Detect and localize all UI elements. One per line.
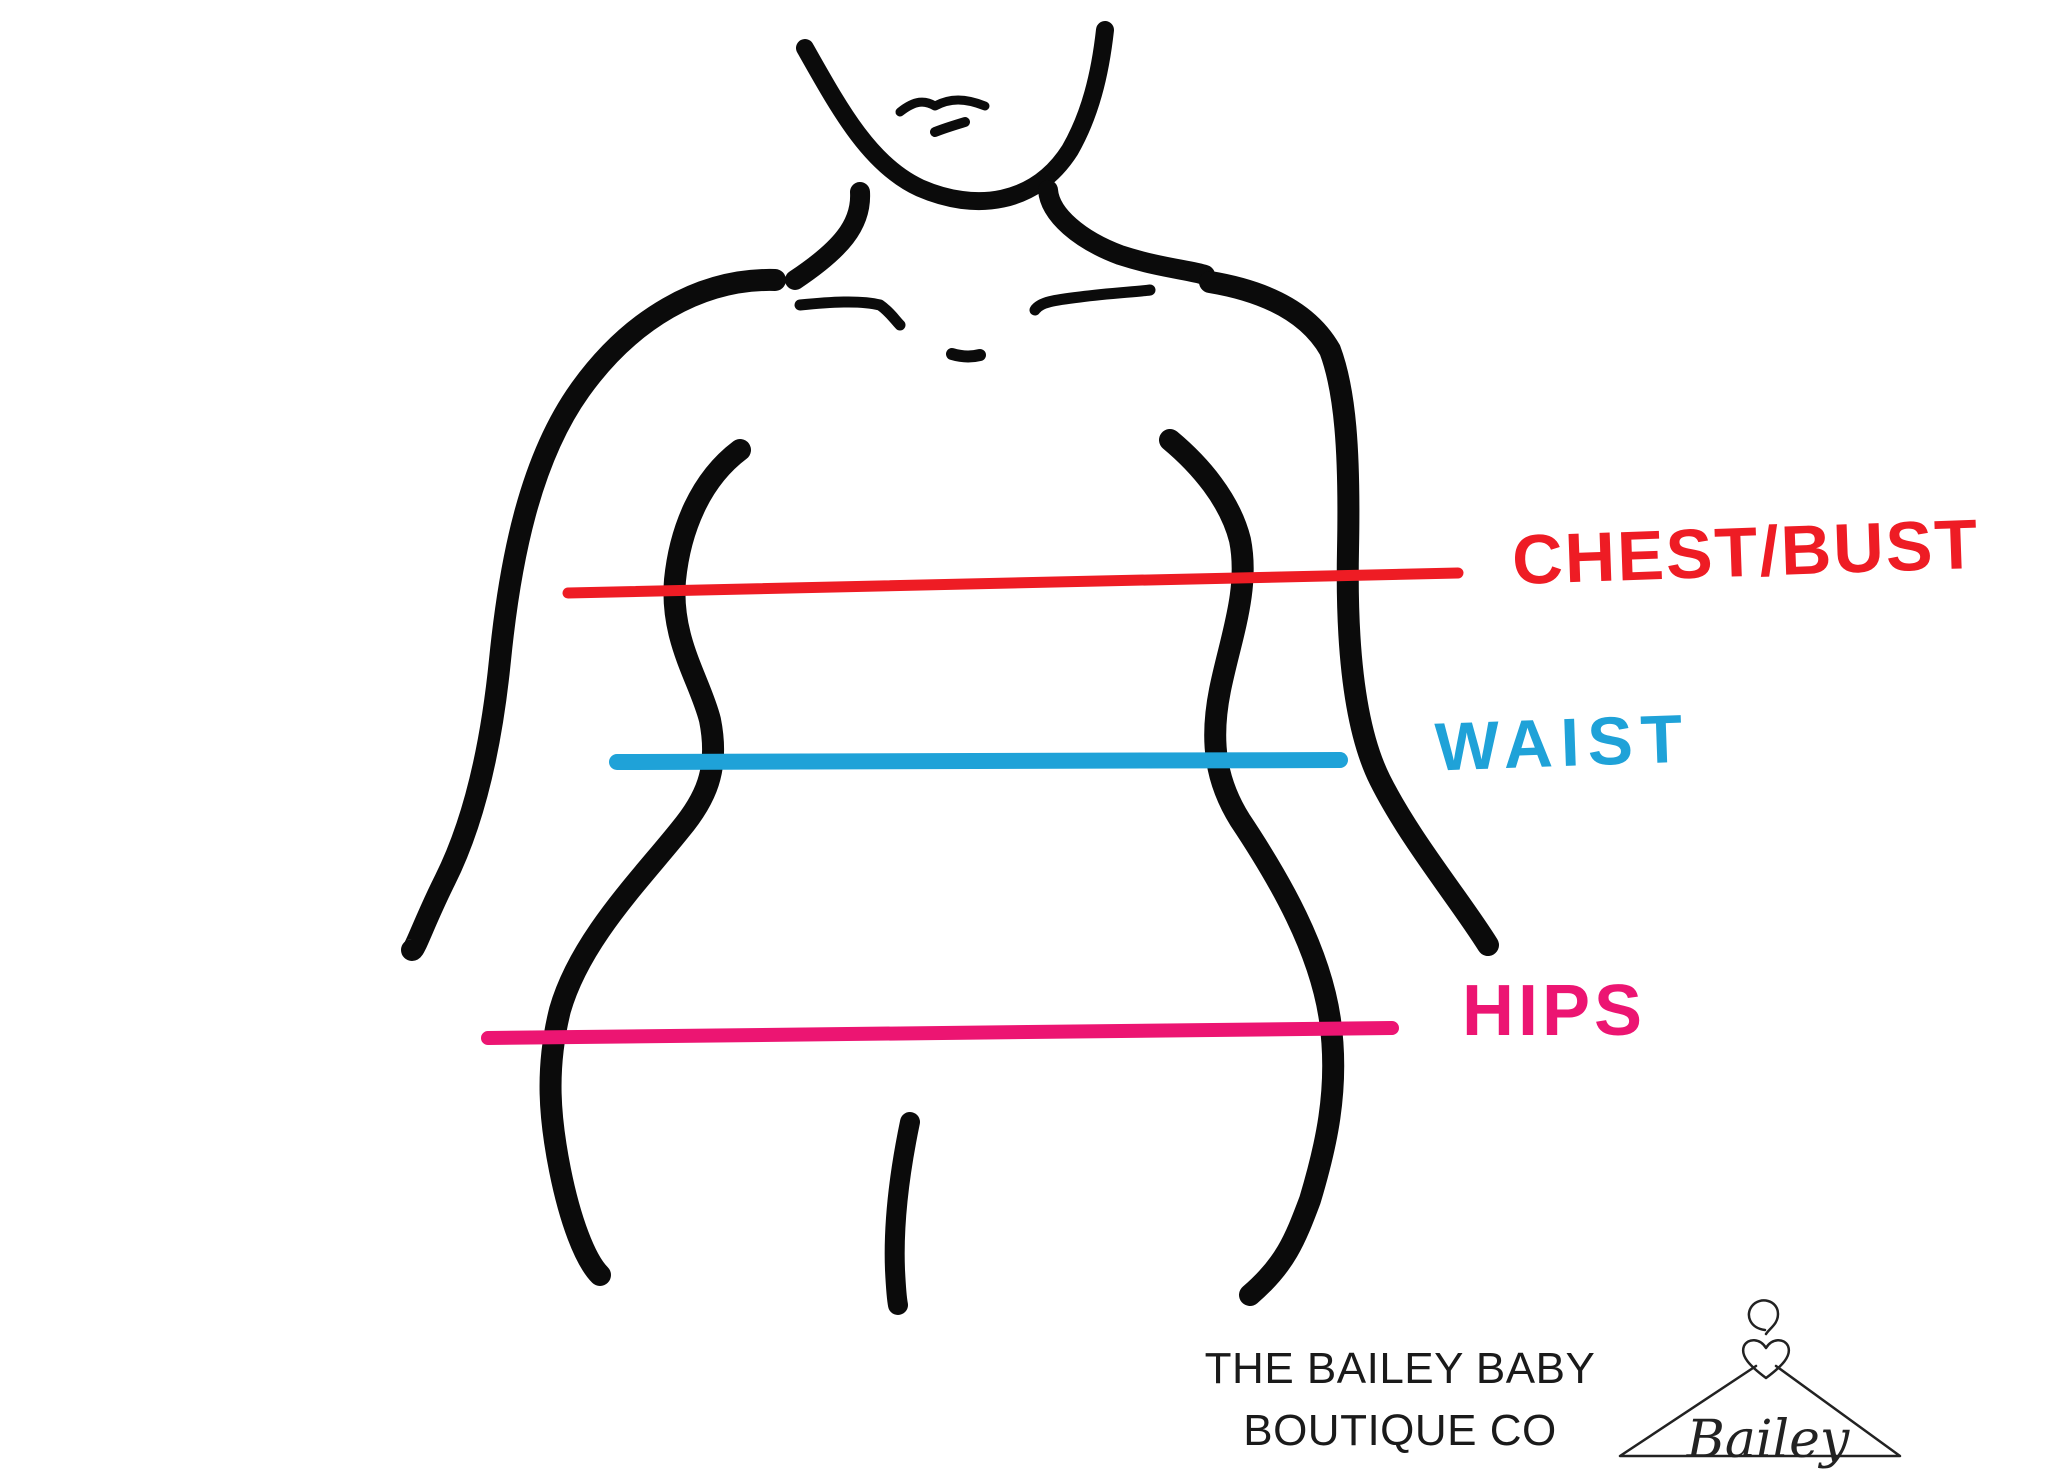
left-torso bbox=[539, 439, 751, 1286]
brand-line-1: THE BAILEY BABY bbox=[1204, 1344, 1596, 1393]
waist-measure-line bbox=[609, 752, 1348, 770]
waist-label: WAIST bbox=[1433, 700, 1692, 786]
neck-right bbox=[1038, 180, 1215, 285]
right-arm-outer bbox=[1199, 271, 1499, 956]
brand-name: THE BAILEY BABY BOUTIQUE CO bbox=[1190, 1338, 1610, 1462]
neck-left bbox=[785, 182, 871, 290]
hanger-heart-icon bbox=[1618, 1299, 1902, 1458]
hips-measure-line bbox=[481, 1021, 1399, 1045]
left-arm-outer bbox=[401, 268, 786, 961]
body-silhouette bbox=[401, 21, 1499, 1315]
lower-lip bbox=[930, 117, 970, 137]
collarbone-left bbox=[794, 296, 906, 331]
jaw-line bbox=[796, 21, 1114, 211]
upper-lip bbox=[895, 95, 990, 117]
hips-label: HIPS bbox=[1462, 971, 1647, 1051]
inner-leg bbox=[884, 1112, 920, 1315]
brand-line-2: BOUTIQUE CO bbox=[1243, 1406, 1557, 1455]
brand-logo-word: Bailey bbox=[1686, 1410, 1850, 1470]
chest-measure-line bbox=[562, 567, 1464, 599]
right-torso bbox=[1159, 429, 1345, 1306]
collarbone-right bbox=[1029, 284, 1156, 316]
sternum-notch bbox=[946, 348, 986, 363]
chest-bust-label: CHEST/BUST bbox=[1510, 504, 1981, 600]
